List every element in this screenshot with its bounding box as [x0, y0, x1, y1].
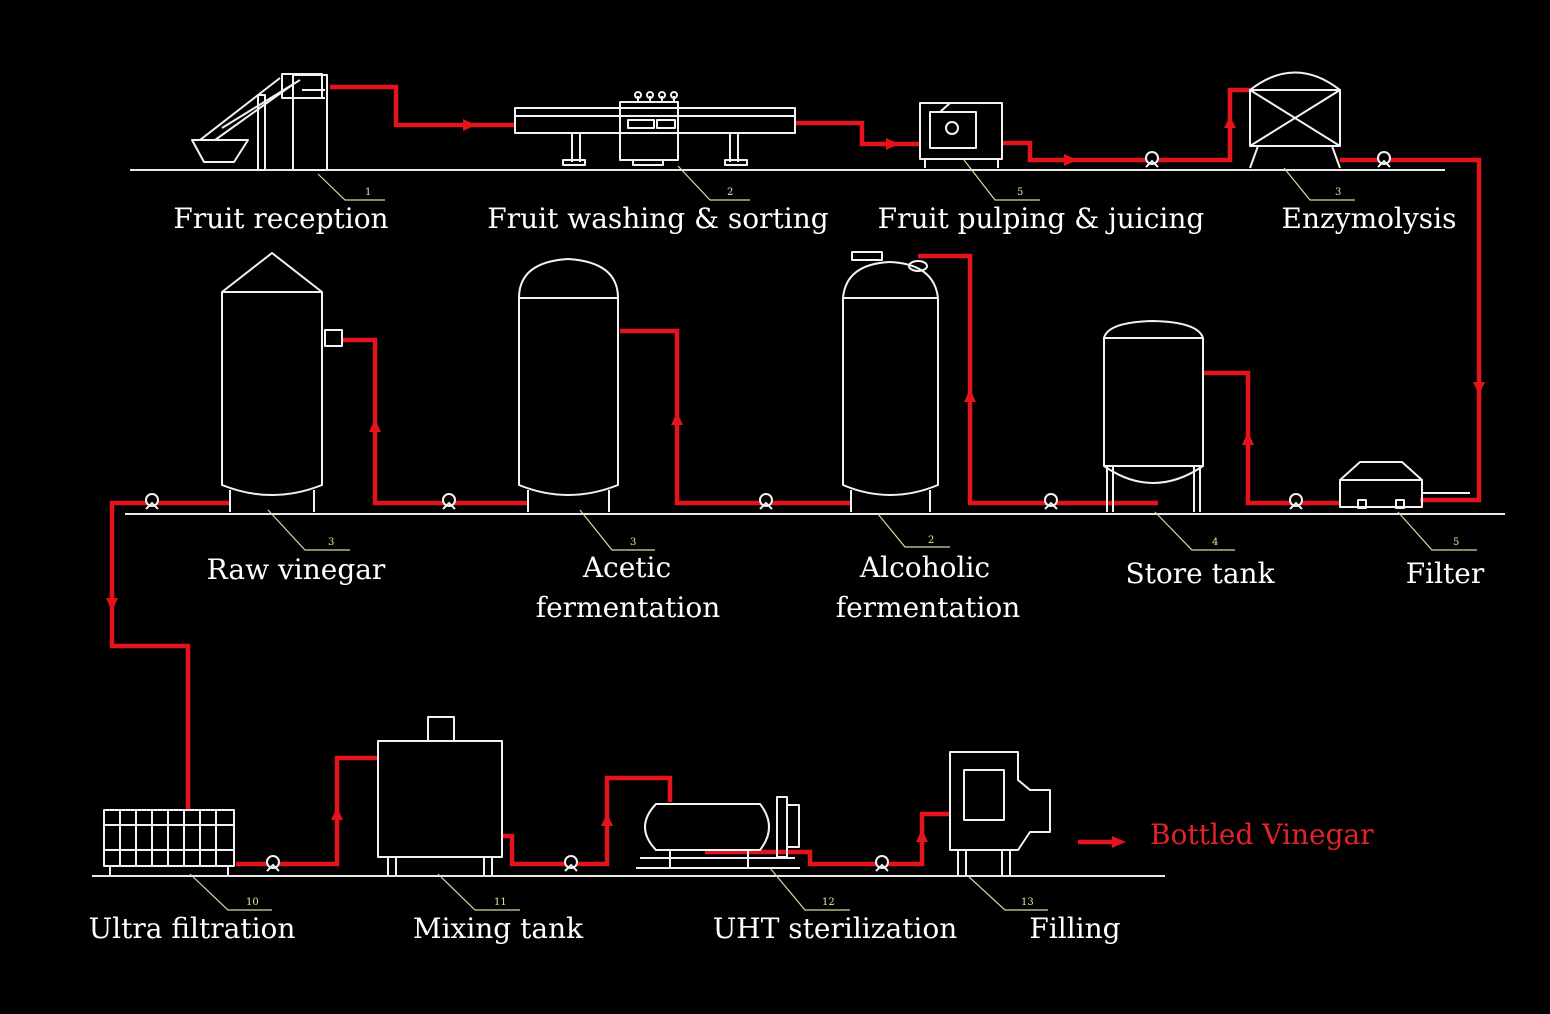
alcoholic-fermentation-tank: [842, 251, 939, 512]
tag-ultra-filtration: 10: [246, 897, 259, 908]
label-raw-vinegar: Raw vinegar: [207, 553, 386, 586]
label-store-tank: Store tank: [1125, 557, 1275, 590]
tag-raw-vinegar: 3: [328, 537, 334, 548]
leaders: [189, 159, 1477, 911]
label-filter: Filter: [1406, 557, 1485, 590]
tag-mixing-tank: 11: [494, 897, 507, 908]
tag-fruit-reception: 1: [365, 187, 371, 198]
label-fruit-washing: Fruit washing & sorting: [487, 202, 829, 235]
uht-sterilizer: [636, 796, 800, 869]
tag-store-tank: 4: [1212, 537, 1218, 548]
label-bottled-vinegar: Bottled Vinegar: [1150, 818, 1374, 851]
fruit-pulping-equipment: [919, 102, 1003, 168]
store-tank: [1103, 320, 1204, 512]
label-acetic-line1: Acetic: [582, 551, 671, 584]
tag-fruit-washing: 2: [727, 187, 733, 198]
ultra-filtration-equipment: [103, 809, 235, 876]
label-alcoholic-line1: Alcoholic: [859, 551, 990, 584]
filter-equipment: [1339, 461, 1470, 509]
raw-vinegar-tank: [221, 252, 343, 512]
filling-machine: [949, 751, 1051, 876]
tag-fruit-pulping: 5: [1017, 187, 1023, 198]
fruit-reception-equipment: [191, 73, 328, 171]
label-filling: Filling: [1029, 912, 1120, 945]
tag-acetic: 3: [630, 537, 636, 548]
label-acetic-line2: fermentation: [536, 591, 721, 624]
label-enzymolysis: Enzymolysis: [1282, 202, 1457, 235]
tag-filter: 5: [1453, 537, 1459, 548]
tag-filling: 13: [1021, 897, 1034, 908]
label-uht: UHT sterilization: [713, 912, 958, 945]
label-fruit-reception: Fruit reception: [173, 202, 388, 235]
label-alcoholic-line2: fermentation: [836, 591, 1021, 624]
tag-uht: 12: [822, 897, 835, 908]
tag-alcoholic: 2: [928, 535, 934, 546]
label-mixing-tank: Mixing tank: [413, 912, 584, 945]
tag-enzymolysis: 3: [1335, 187, 1341, 198]
label-fruit-pulping: Fruit pulping & juicing: [878, 202, 1205, 235]
mixing-tank: [377, 716, 503, 876]
fruit-washing-equipment: [514, 91, 796, 166]
label-ultra-filtration: Ultra filtration: [89, 912, 296, 945]
pump-icons: [145, 151, 1391, 872]
enzymolysis-equipment: [1249, 71, 1341, 169]
acetic-fermentation-tank: [518, 258, 619, 512]
output-arrow: [1078, 836, 1126, 848]
